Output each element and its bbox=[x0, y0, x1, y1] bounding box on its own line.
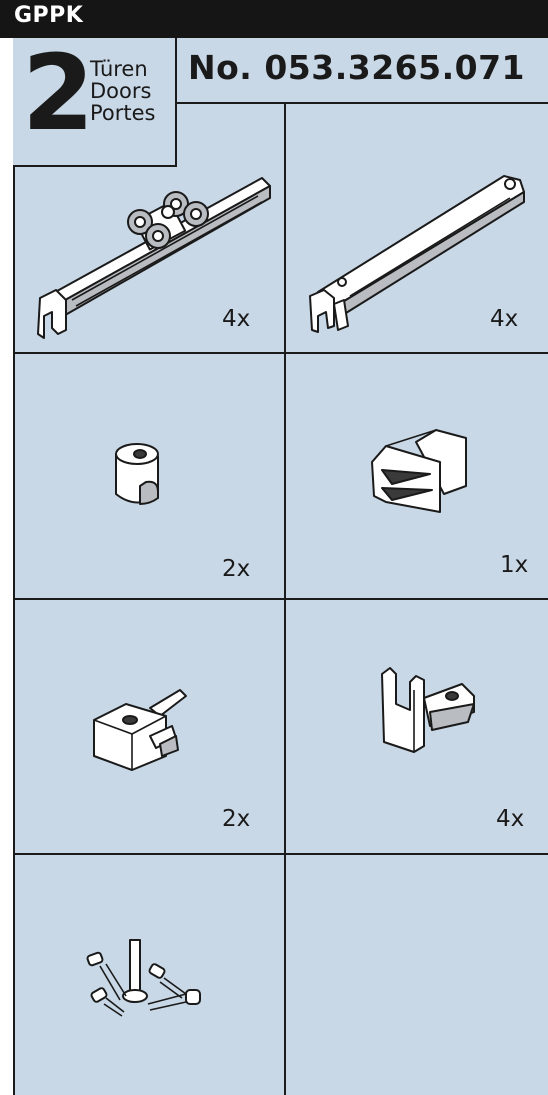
part-qty: 4x bbox=[222, 306, 251, 332]
part-qty: 2x bbox=[222, 556, 251, 582]
grid-row-divider-1 bbox=[13, 352, 548, 354]
header-divider bbox=[175, 102, 548, 104]
door-label-fr: Portes bbox=[90, 101, 156, 125]
door-count: 2 bbox=[22, 32, 95, 154]
part-qty: 1x bbox=[500, 552, 529, 578]
door-label-en: Doors bbox=[90, 79, 152, 103]
door-count-box bbox=[13, 38, 177, 167]
part-qty: 4x bbox=[496, 806, 525, 832]
grid-row-divider-3 bbox=[13, 853, 548, 855]
part-number: No. 053.3265.071 bbox=[188, 48, 526, 87]
brand-label: GPPK bbox=[14, 3, 84, 28]
part-qty: 2x bbox=[222, 806, 251, 832]
door-label-de: Türen bbox=[90, 57, 148, 81]
header-bar: GPPK bbox=[0, 0, 548, 38]
part-qty: 4x bbox=[490, 306, 519, 332]
grid-row-divider-2 bbox=[13, 598, 548, 600]
door-labels: Türen Doors Portes bbox=[90, 58, 156, 124]
